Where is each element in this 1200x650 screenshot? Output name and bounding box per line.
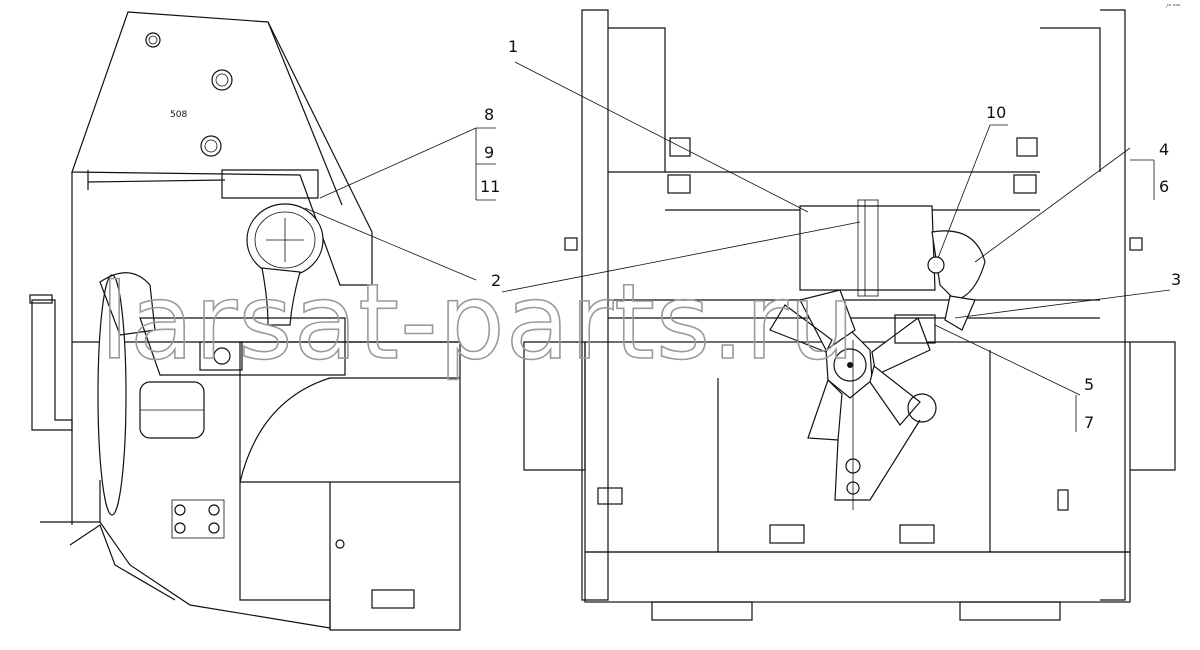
- callout-3: 3: [1171, 270, 1181, 289]
- callout-4: 4: [1159, 140, 1169, 159]
- callout-2: 2: [491, 271, 501, 290]
- side-view: 508: [29, 11, 496, 631]
- callout-6: 6: [1159, 177, 1169, 196]
- rear-view: [501, 9, 1176, 621]
- callout-labels: 1 2 3 4 5 6 7 8 9 10 11: [480, 37, 1181, 432]
- plate-mark: 508: [170, 110, 187, 120]
- fan-assembly: [769, 289, 937, 510]
- callout-8: 8: [484, 105, 494, 124]
- callout-1: 1: [508, 37, 518, 56]
- callout-11: 11: [480, 177, 500, 196]
- callout-5: 5: [1084, 375, 1094, 394]
- callout-9: 9: [484, 143, 494, 162]
- callout-10: 10: [986, 103, 1006, 122]
- corner-mark: ᵢᶦᵉ ᵒᵒᵒ: [1166, 3, 1181, 10]
- callout-7: 7: [1084, 413, 1094, 432]
- watermark-text: larsat-parts.ru: [100, 261, 856, 383]
